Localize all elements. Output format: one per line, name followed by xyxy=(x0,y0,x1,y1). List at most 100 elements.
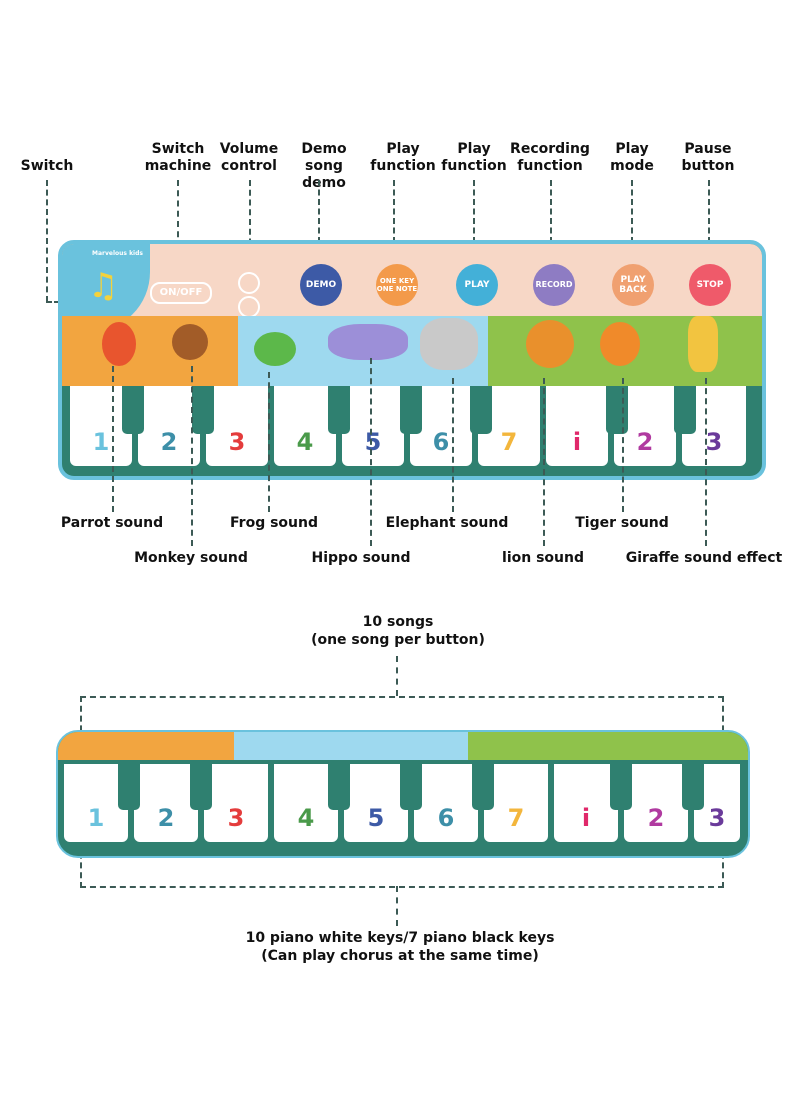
strip-white-key-2[interactable]: 2 xyxy=(134,764,198,842)
leader-play-1 xyxy=(393,180,395,262)
strip-white-key-1[interactable]: 1 xyxy=(64,764,128,842)
strip-key-note-10: 3 xyxy=(708,804,726,832)
leader-play-mode xyxy=(631,180,633,262)
leader-keys xyxy=(396,886,398,926)
play-button[interactable]: PLAY xyxy=(456,264,498,306)
leader-switch-h xyxy=(46,301,68,303)
leader-switch-machine xyxy=(177,180,179,268)
brand-logo: Marvelous kids xyxy=(92,250,143,257)
black-key-5[interactable] xyxy=(470,386,492,434)
strip-white-key-4[interactable]: 4 xyxy=(274,764,338,842)
white-key-3[interactable]: 3 xyxy=(206,386,268,466)
leader-monkey xyxy=(191,366,193,546)
label-recording-function: Recording function xyxy=(510,141,590,174)
label-play-function-2: Play function xyxy=(441,141,507,174)
strip-key-note-5: 5 xyxy=(367,804,385,832)
black-key-4[interactable] xyxy=(400,386,422,434)
black-key-1[interactable] xyxy=(122,386,144,434)
top-keyboard: 1 2 3 4 5 6 7 i 2 3 xyxy=(62,386,762,476)
key-note-7: 7 xyxy=(500,428,518,456)
scene-orange-zone xyxy=(58,732,234,760)
keyboard-strip: 1 2 3 4 5 6 7 i 2 3 xyxy=(56,730,750,858)
leader-hippo xyxy=(370,358,372,546)
giraffe-icon xyxy=(688,316,718,372)
strip-white-key-8[interactable]: i xyxy=(554,764,618,842)
label-switch-machine: Switch machine xyxy=(144,141,212,174)
monkey-icon xyxy=(172,324,208,360)
label-play-function-1: Play function xyxy=(370,141,436,174)
white-key-1[interactable]: 1 xyxy=(70,386,132,466)
black-key-6[interactable] xyxy=(606,386,628,434)
key-note-6: 6 xyxy=(432,428,450,456)
strip-black-key-4[interactable] xyxy=(400,764,422,810)
elephant-icon xyxy=(420,318,478,370)
label-keys-count: 10 piano white keys/7 piano black keys xyxy=(245,930,555,946)
leader-pause xyxy=(708,180,710,262)
white-key-2[interactable]: 2 xyxy=(138,386,200,466)
strip-white-key-5[interactable]: 5 xyxy=(344,764,408,842)
frog-icon xyxy=(254,332,296,366)
key-note-8: i xyxy=(572,428,582,456)
leader-giraffe xyxy=(705,378,707,546)
label-monkey-sound: Monkey sound xyxy=(134,550,248,566)
strip-white-key-7[interactable]: 7 xyxy=(484,764,548,842)
strip-key-note-2: 2 xyxy=(157,804,175,832)
strip-white-key-6[interactable]: 6 xyxy=(414,764,478,842)
label-hippo-sound: Hippo sound xyxy=(311,550,411,566)
black-key-3[interactable] xyxy=(328,386,350,434)
key-note-9: 2 xyxy=(636,428,654,456)
white-key-4[interactable]: 4 xyxy=(274,386,336,466)
volume-up-button[interactable] xyxy=(238,272,260,294)
label-giraffe-sound: Giraffe sound effect xyxy=(625,550,783,566)
one-key-one-note-button[interactable]: ONE KEY ONE NOTE xyxy=(376,264,418,306)
label-pause-button: Pause button xyxy=(681,141,735,174)
scene-strip xyxy=(58,732,748,760)
black-key-7[interactable] xyxy=(674,386,696,434)
key-note-5: 5 xyxy=(364,428,382,456)
leader-frog xyxy=(268,372,270,512)
leader-volume xyxy=(249,180,251,264)
strip-black-key-7[interactable] xyxy=(682,764,704,810)
key-note-2: 2 xyxy=(160,428,178,456)
strip-white-key-9[interactable]: 2 xyxy=(624,764,688,842)
leader-switch xyxy=(46,180,48,302)
key-note-1: 1 xyxy=(92,428,110,456)
strip-black-key-2[interactable] xyxy=(190,764,212,810)
white-key-5[interactable]: 5 xyxy=(342,386,404,466)
strip-white-key-3[interactable]: 3 xyxy=(204,764,268,842)
strip-key-note-1: 1 xyxy=(87,804,105,832)
key-note-10: 3 xyxy=(705,428,723,456)
bottom-keyboard: 1 2 3 4 5 6 7 i 2 3 xyxy=(58,764,748,848)
label-switch: Switch xyxy=(20,158,74,174)
scene-water-zone xyxy=(234,732,468,760)
piano-mat-full: ♫ Marvelous kids ON/OFF DEMO ONE KEY ONE… xyxy=(58,240,766,480)
strip-key-note-4: 4 xyxy=(297,804,315,832)
leader-record xyxy=(550,180,552,262)
leader-parrot xyxy=(112,366,114,512)
volume-down-button[interactable] xyxy=(238,296,260,318)
leader-demo xyxy=(318,180,320,262)
strip-black-key-1[interactable] xyxy=(118,764,140,810)
strip-black-key-6[interactable] xyxy=(610,764,632,810)
black-key-2[interactable] xyxy=(192,386,214,434)
strip-black-key-3[interactable] xyxy=(328,764,350,810)
tiger-icon xyxy=(600,322,640,366)
stop-button[interactable]: STOP xyxy=(689,264,731,306)
record-button[interactable]: RECORD xyxy=(533,264,575,306)
strip-black-key-5[interactable] xyxy=(472,764,494,810)
leader-tiger xyxy=(622,378,624,512)
strip-key-note-6: 6 xyxy=(437,804,455,832)
white-key-8[interactable]: i xyxy=(546,386,608,466)
label-demo-song: Demo song demo xyxy=(301,141,347,191)
label-parrot-sound: Parrot sound xyxy=(60,515,164,531)
strip-key-note-9: 2 xyxy=(647,804,665,832)
on-off-switch[interactable]: ON/OFF xyxy=(150,282,212,304)
label-play-mode: Play mode xyxy=(610,141,654,174)
leader-songs xyxy=(396,656,398,696)
label-elephant-sound: Elephant sound xyxy=(385,515,509,531)
control-panel: ♫ Marvelous kids ON/OFF DEMO ONE KEY ONE… xyxy=(62,244,762,332)
demo-button[interactable]: DEMO xyxy=(300,264,342,306)
play-back-button[interactable]: PLAY BACK xyxy=(612,264,654,306)
animal-scene xyxy=(62,316,762,386)
hippo-icon xyxy=(328,324,408,360)
